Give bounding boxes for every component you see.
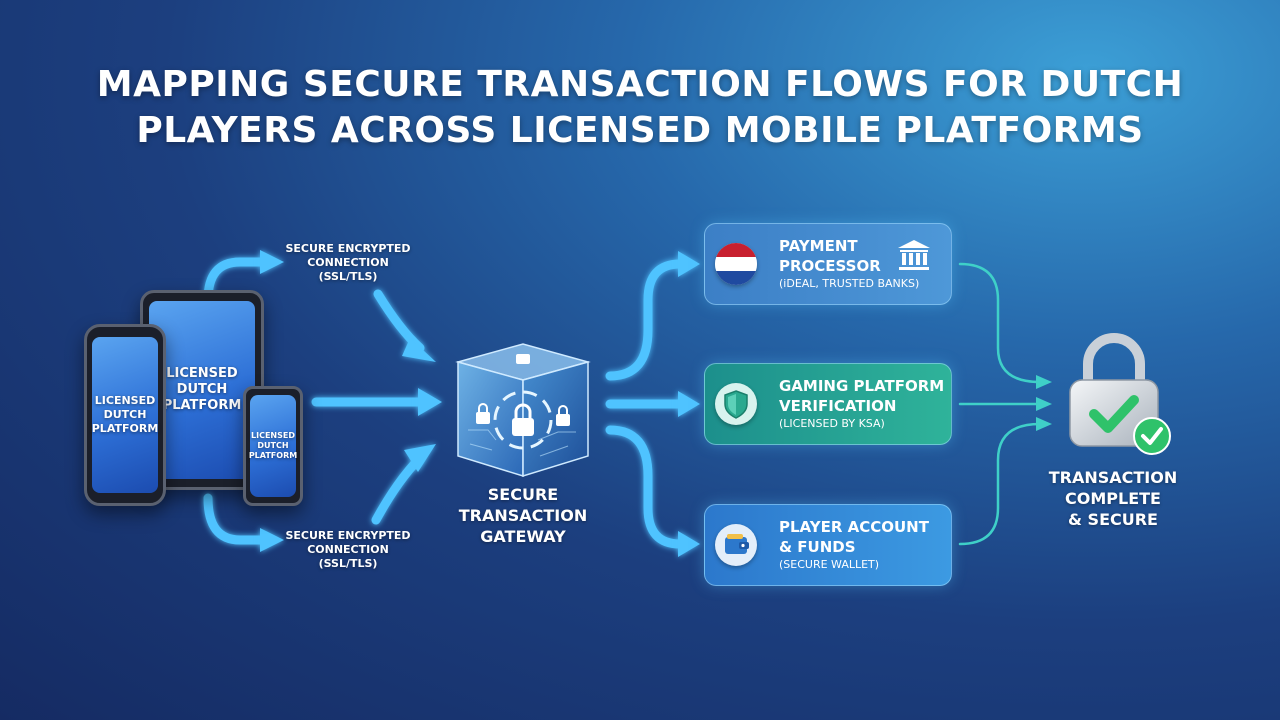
account-title-2: & FUNDS xyxy=(779,538,856,556)
title-line-2: PLAYERS ACROSS LICENSED MOBILE PLATFORMS xyxy=(136,110,1144,151)
payment-subtitle: (iDEAL, TRUSTED BANKS) xyxy=(779,277,920,290)
connection-bottom-line-1: SECURE ENCRYPTED xyxy=(285,529,411,542)
arrow-gateway-to-account xyxy=(605,425,685,549)
connection-bottom-line-2: CONNECTION xyxy=(307,543,389,556)
phone-right-screen: LICENSED DUTCH PLATFORM xyxy=(248,395,298,497)
title-line-1: MAPPING SECURE TRANSACTION FLOWS FOR DUT… xyxy=(96,64,1184,105)
complete-line-3: & SECURE xyxy=(1068,510,1158,529)
connection-top-line-2: CONNECTION xyxy=(307,256,389,269)
gaming-subtitle: (LICENSED BY KSA) xyxy=(779,417,885,430)
gaming-verification-card: GAMING PLATFORM VERIFICATION (LICENSED B… xyxy=(704,363,952,445)
gateway-label: SECURE TRANSACTION GATEWAY xyxy=(440,484,606,547)
gaming-title-2: VERIFICATION xyxy=(779,397,897,415)
connection-label-top: SECURE ENCRYPTED CONNECTION (SSL/TLS) xyxy=(278,242,418,284)
arrow-bottom-connection-to-gateway xyxy=(371,453,425,525)
arrow-devices-to-bottom-connection xyxy=(203,493,267,545)
arrowhead-top-connection xyxy=(260,250,284,274)
gaming-title-1: GAMING PLATFORM xyxy=(779,377,945,395)
padlock-check-icon xyxy=(1069,333,1171,455)
gateway-line-3: GATEWAY xyxy=(480,527,566,546)
gateway-line-2: TRANSACTION xyxy=(458,506,588,525)
line-payment-to-complete xyxy=(958,262,1042,384)
connection-top-line-1: SECURE ENCRYPTED xyxy=(285,242,411,255)
arrowhead-bottom-connection xyxy=(260,528,284,552)
netherlands-flag-icon xyxy=(715,243,757,285)
lock-cube-icon xyxy=(455,343,591,478)
phone-right-device: LICENSED DUTCH PLATFORM xyxy=(243,386,303,506)
arrowhead-bottom-to-gateway xyxy=(404,444,436,472)
arrowhead-complete-bottom xyxy=(1036,417,1052,431)
page-title: MAPPING SECURE TRANSACTION FLOWS FOR DUT… xyxy=(0,62,1280,154)
account-title-1: PLAYER ACCOUNT xyxy=(779,518,929,536)
arrowhead-gaming xyxy=(678,391,700,417)
arrowhead-complete-top xyxy=(1036,375,1052,389)
tablet-screen: LICENSED DUTCH PLATFORM xyxy=(149,301,255,479)
line-account-to-complete xyxy=(958,422,1042,546)
arrowhead-top-to-gateway xyxy=(402,338,436,362)
connection-bottom-line-3: (SSL/TLS) xyxy=(318,557,378,570)
phone-left-device: LICENSED DUTCH PLATFORM xyxy=(84,324,166,506)
wallet-icon xyxy=(715,524,757,566)
arrow-top-connection-to-gateway xyxy=(373,289,425,353)
phone-right-label: LICENSED DUTCH PLATFORM xyxy=(248,431,298,460)
arrowhead-middle-to-gateway xyxy=(418,388,442,416)
account-subtitle: (SECURE WALLET) xyxy=(779,558,880,571)
arrowhead-account xyxy=(678,531,700,557)
bank-icon xyxy=(898,240,930,270)
tablet-label: LICENSED DUTCH PLATFORM xyxy=(162,366,242,413)
shield-icon xyxy=(715,383,757,425)
arrowhead-complete-middle xyxy=(1036,397,1052,411)
phone-left-screen: LICENSED DUTCH PLATFORM xyxy=(92,337,158,493)
complete-line-2: COMPLETE xyxy=(1065,489,1161,508)
complete-line-1: TRANSACTION xyxy=(1048,468,1178,487)
transaction-complete-label: TRANSACTION COMPLETE & SECURE xyxy=(1036,467,1190,530)
arrowhead-payment xyxy=(678,251,700,277)
player-account-card: PLAYER ACCOUNT & FUNDS (SECURE WALLET) xyxy=(704,504,952,586)
connection-label-bottom: SECURE ENCRYPTED CONNECTION (SSL/TLS) xyxy=(278,529,418,571)
phone-left-label: LICENSED DUTCH PLATFORM xyxy=(91,394,159,435)
connection-top-line-3: (SSL/TLS) xyxy=(318,270,378,283)
arrow-gateway-to-payment xyxy=(605,259,685,381)
gateway-line-1: SECURE xyxy=(487,485,559,504)
payment-title-2: PROCESSOR xyxy=(779,257,881,275)
payment-title-1: PAYMENT xyxy=(779,237,858,255)
